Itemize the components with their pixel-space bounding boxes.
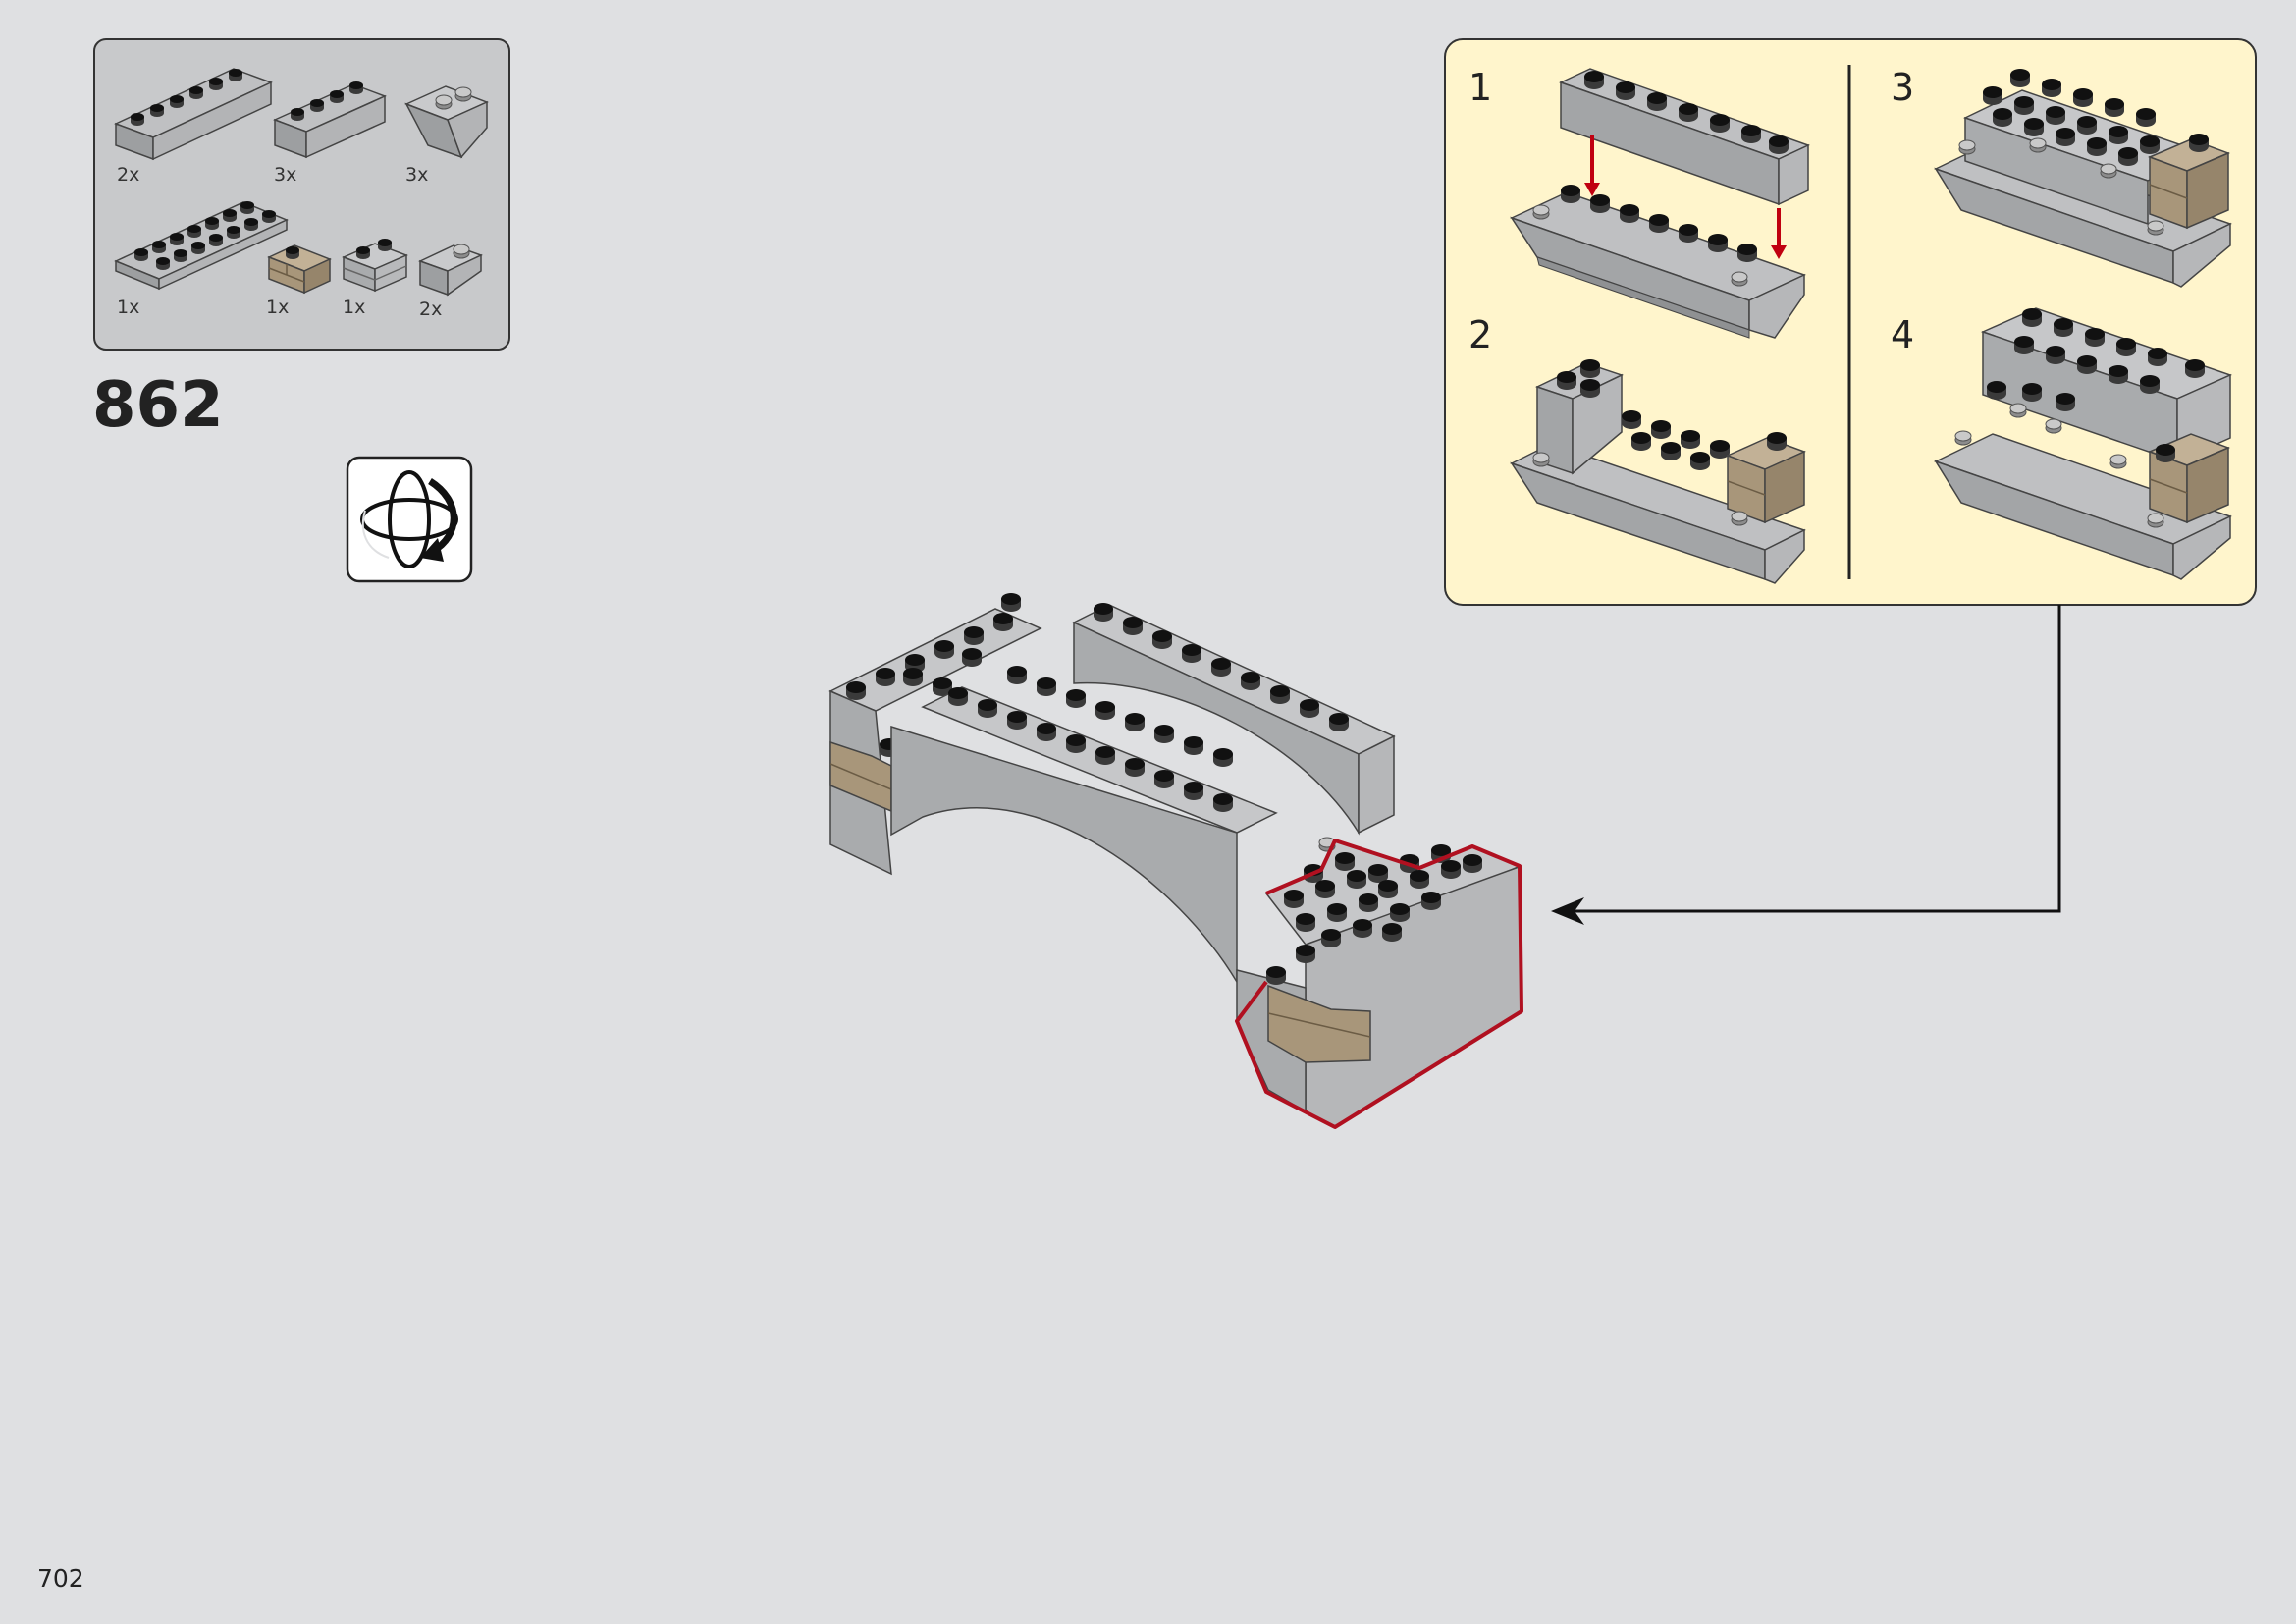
part-count-1: 2x <box>117 164 139 186</box>
substep-1-label: 1 <box>1468 66 1492 109</box>
substep-1-illustration <box>1510 68 1810 339</box>
rotate-model-icon <box>346 456 473 583</box>
main-model-illustration <box>828 593 1523 1129</box>
substep-4-illustration <box>1934 307 2233 580</box>
part-count-7: 2x <box>419 298 442 320</box>
part-slope-inverted <box>404 85 489 159</box>
substep-3-illustration <box>1934 69 2232 288</box>
part-brick-masonry-gray <box>342 239 408 293</box>
part-count-6: 1x <box>343 297 365 318</box>
substep-2-label: 2 <box>1468 313 1492 356</box>
part-count-4: 1x <box>117 297 139 318</box>
part-brick-1x6 <box>114 68 273 161</box>
part-brick-1x4 <box>273 81 387 159</box>
part-count-3: 3x <box>405 164 428 186</box>
parts-list-panel: 2x 3x 3x 1x 1x 1x 2x <box>93 38 510 351</box>
substep-3-label: 3 <box>1891 66 1914 109</box>
part-brick-masonry-tan <box>267 244 332 295</box>
part-plate-2x8 <box>114 201 289 291</box>
substep-4-label: 4 <box>1891 313 1914 356</box>
callout-arrow <box>1551 605 2061 925</box>
substep-panel: 1 2 3 4 <box>1444 38 2257 606</box>
substep-2-illustration <box>1510 359 1806 584</box>
page-number: 702 <box>37 1564 84 1593</box>
part-count-5: 1x <box>266 297 289 318</box>
step-number: 862 <box>92 369 224 442</box>
part-slope-inverted-2 <box>418 244 483 297</box>
part-count-2: 3x <box>274 164 296 186</box>
